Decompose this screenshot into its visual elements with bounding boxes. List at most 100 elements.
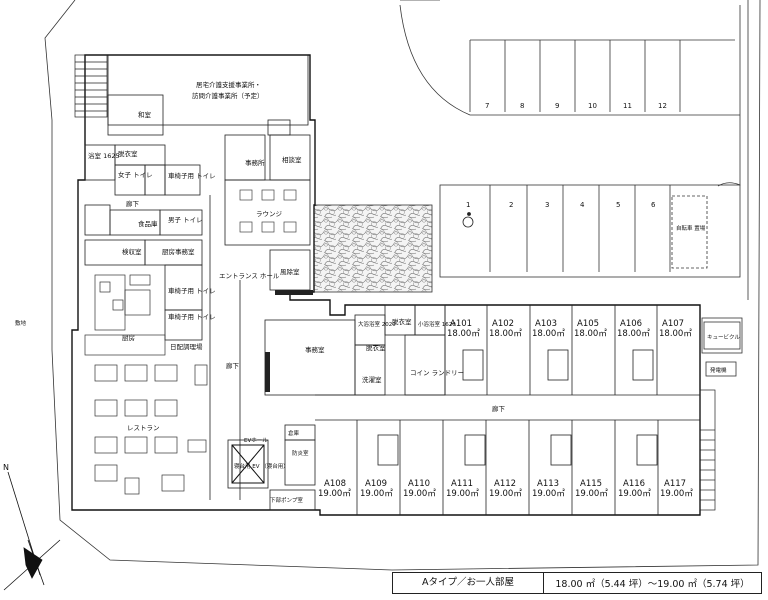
elevator-hall-label: EVホール — [244, 437, 268, 444]
restaurant-label: レストラン — [127, 424, 160, 432]
unit-id: A103 — [535, 319, 557, 329]
unit-area: 18.00㎡ — [617, 329, 650, 339]
unit-area: 19.00㎡ — [660, 489, 693, 499]
unit-id: A117 — [664, 479, 686, 489]
unit-area: 19.00㎡ — [446, 489, 479, 499]
women-toilet-label: 女子 トイレ — [118, 170, 153, 179]
unit-id: A110 — [408, 479, 430, 489]
north-label: N — [3, 463, 9, 472]
lounge-label: ラウンジ — [256, 210, 283, 218]
unit-id: A101 — [450, 319, 472, 329]
corridor-label-1: 廊下 — [126, 199, 140, 208]
parking-space-6: 6 — [651, 201, 656, 209]
wheelchair-toilet-label-1: 車椅子用 トイレ — [168, 171, 216, 180]
unit-walls-top — [444, 305, 658, 395]
office-main-label: 事務室 — [305, 345, 325, 354]
parking-numbers: 7 8 9 10 11 12 1 2 3 4 5 6 — [466, 102, 667, 209]
parking-space-3: 3 — [545, 201, 549, 209]
laundry-room-label: 洗濯室 — [362, 375, 382, 384]
large-bath-label: 大浴浴室 2020 — [358, 320, 396, 328]
unit-area: 18.00㎡ — [659, 329, 692, 339]
pump-room-label: 下部ポンプ室 — [270, 496, 303, 504]
interior-walls-middle — [209, 195, 700, 511]
small-bath-label: 小浴浴室 1620 — [418, 320, 456, 328]
interior-walls-upper — [84, 54, 311, 341]
visit-care-office-label: 訪問介護事業所（予定） — [192, 91, 264, 100]
unit-area: 18.00㎡ — [532, 329, 565, 339]
room-labels: 居宅介護支援事業所・ 訪問介護事業所（予定） 和室 浴室 1625 脱衣室 女子… — [3, 80, 740, 504]
unit-id: A105 — [577, 319, 599, 329]
utility-boxes — [701, 317, 743, 377]
parking-space-1: 1 — [466, 201, 470, 209]
japanese-room-label: 和室 — [138, 110, 152, 119]
unit-id: A111 — [451, 479, 473, 489]
windbreak-door — [265, 290, 313, 392]
office-room-label: 事務所 — [245, 158, 265, 167]
daily-goods-label: 日配調理場 — [170, 342, 203, 351]
building-walls — [71, 54, 701, 516]
unit-labels-top: A101 18.00㎡ A102 18.00㎡ A103 18.00㎡ A105… — [447, 319, 692, 339]
unit-area: 18.00㎡ — [574, 329, 607, 339]
premises-line-label: 敷地 — [15, 319, 27, 327]
unit-id: A112 — [494, 479, 516, 489]
food-storage-label: 食品庫 — [138, 219, 158, 228]
unit-area: 19.00㎡ — [618, 489, 651, 499]
unit-id: A113 — [537, 479, 559, 489]
unit-id: A107 — [662, 319, 684, 329]
unit-type-label: Aタイプ／お一人部屋 — [393, 573, 544, 593]
accessible-parking-icon — [462, 212, 474, 228]
generator-label: 発電機 — [710, 366, 727, 374]
parking-space-7: 7 — [485, 102, 489, 110]
cubicle-label: キュービクル — [707, 333, 740, 341]
changing-room-label-2: 脱衣室 — [366, 343, 386, 352]
kitchen-equipment — [84, 274, 166, 356]
parking-space-4: 4 — [580, 201, 585, 209]
unit-id: A109 — [365, 479, 387, 489]
unit-area: 19.00㎡ — [403, 489, 436, 499]
kitchen-office-label: 厨房事務室 — [162, 247, 195, 256]
unit-area-range: 18.00 ㎡（5.44 坪）〜19.00 ㎡（5.74 坪） — [555, 579, 750, 590]
entrance-hall-label: エントランス ホール — [219, 272, 280, 280]
unit-area: 19.00㎡ — [360, 489, 393, 499]
unit-area: 19.00㎡ — [489, 489, 522, 499]
unit-walls-bottom — [356, 420, 659, 515]
bike-parking-label: 自転車 置場 — [676, 224, 706, 232]
restaurant-tables — [94, 364, 208, 495]
unit-area: 18.00㎡ — [489, 329, 522, 339]
unit-labels-bottom: A108 19.00㎡ A109 19.00㎡ A110 19.00㎡ A111… — [318, 479, 693, 499]
home-care-office-label: 居宅介護支援事業所・ — [196, 80, 261, 89]
bath-1625-label: 浴室 1625 — [88, 151, 120, 160]
kitchen-label: 厨房 — [122, 333, 135, 342]
parking-lot — [399, 4, 741, 278]
consultation-room-label: 相談室 — [282, 155, 302, 164]
unit-id: A115 — [580, 479, 602, 489]
changing-room-label-1: 脱衣室 — [118, 149, 138, 158]
elevator — [231, 444, 265, 484]
parking-space-5: 5 — [616, 201, 620, 209]
wheelchair-toilet-label-2: 車椅子用 トイレ — [168, 286, 216, 295]
unit-area: 19.00㎡ — [532, 489, 565, 499]
unit-id: A106 — [620, 319, 642, 329]
unit-id: A116 — [623, 479, 645, 489]
unit-area: 18.00㎡ — [447, 329, 480, 339]
changing-room-label-3: 脱衣室 — [392, 317, 412, 326]
unit-area: 19.00㎡ — [318, 489, 351, 499]
unit-area: 19.00㎡ — [575, 489, 608, 499]
parking-space-10: 10 — [588, 102, 597, 110]
men-toilet-label: 男子 トイレ — [168, 216, 203, 224]
parking-space-11: 11 — [623, 102, 632, 110]
shed-room-label: 防炎室 — [292, 449, 309, 457]
corridor-label-2: 廊下 — [226, 361, 240, 370]
north-compass-icon — [3, 471, 61, 591]
east-stair — [699, 389, 716, 511]
wind-break-label: 風除室 — [280, 267, 300, 276]
lounge-tables — [239, 189, 297, 233]
elevator-label: 寝台用 EV （寝台用） — [234, 462, 289, 470]
coin-laundry-label: コイン ランドリー — [410, 369, 464, 377]
parking-space-8: 8 — [520, 102, 524, 110]
oil-room-label: 検収室 — [122, 247, 142, 256]
wheelchair-toilet-label-3: 車椅子用 トイレ — [168, 312, 216, 321]
parking-space-9: 9 — [555, 102, 559, 110]
unit-type-legend: Aタイプ／お一人部屋 18.00 ㎡（5.44 坪）〜19.00 ㎡（5.74 … — [392, 572, 762, 594]
